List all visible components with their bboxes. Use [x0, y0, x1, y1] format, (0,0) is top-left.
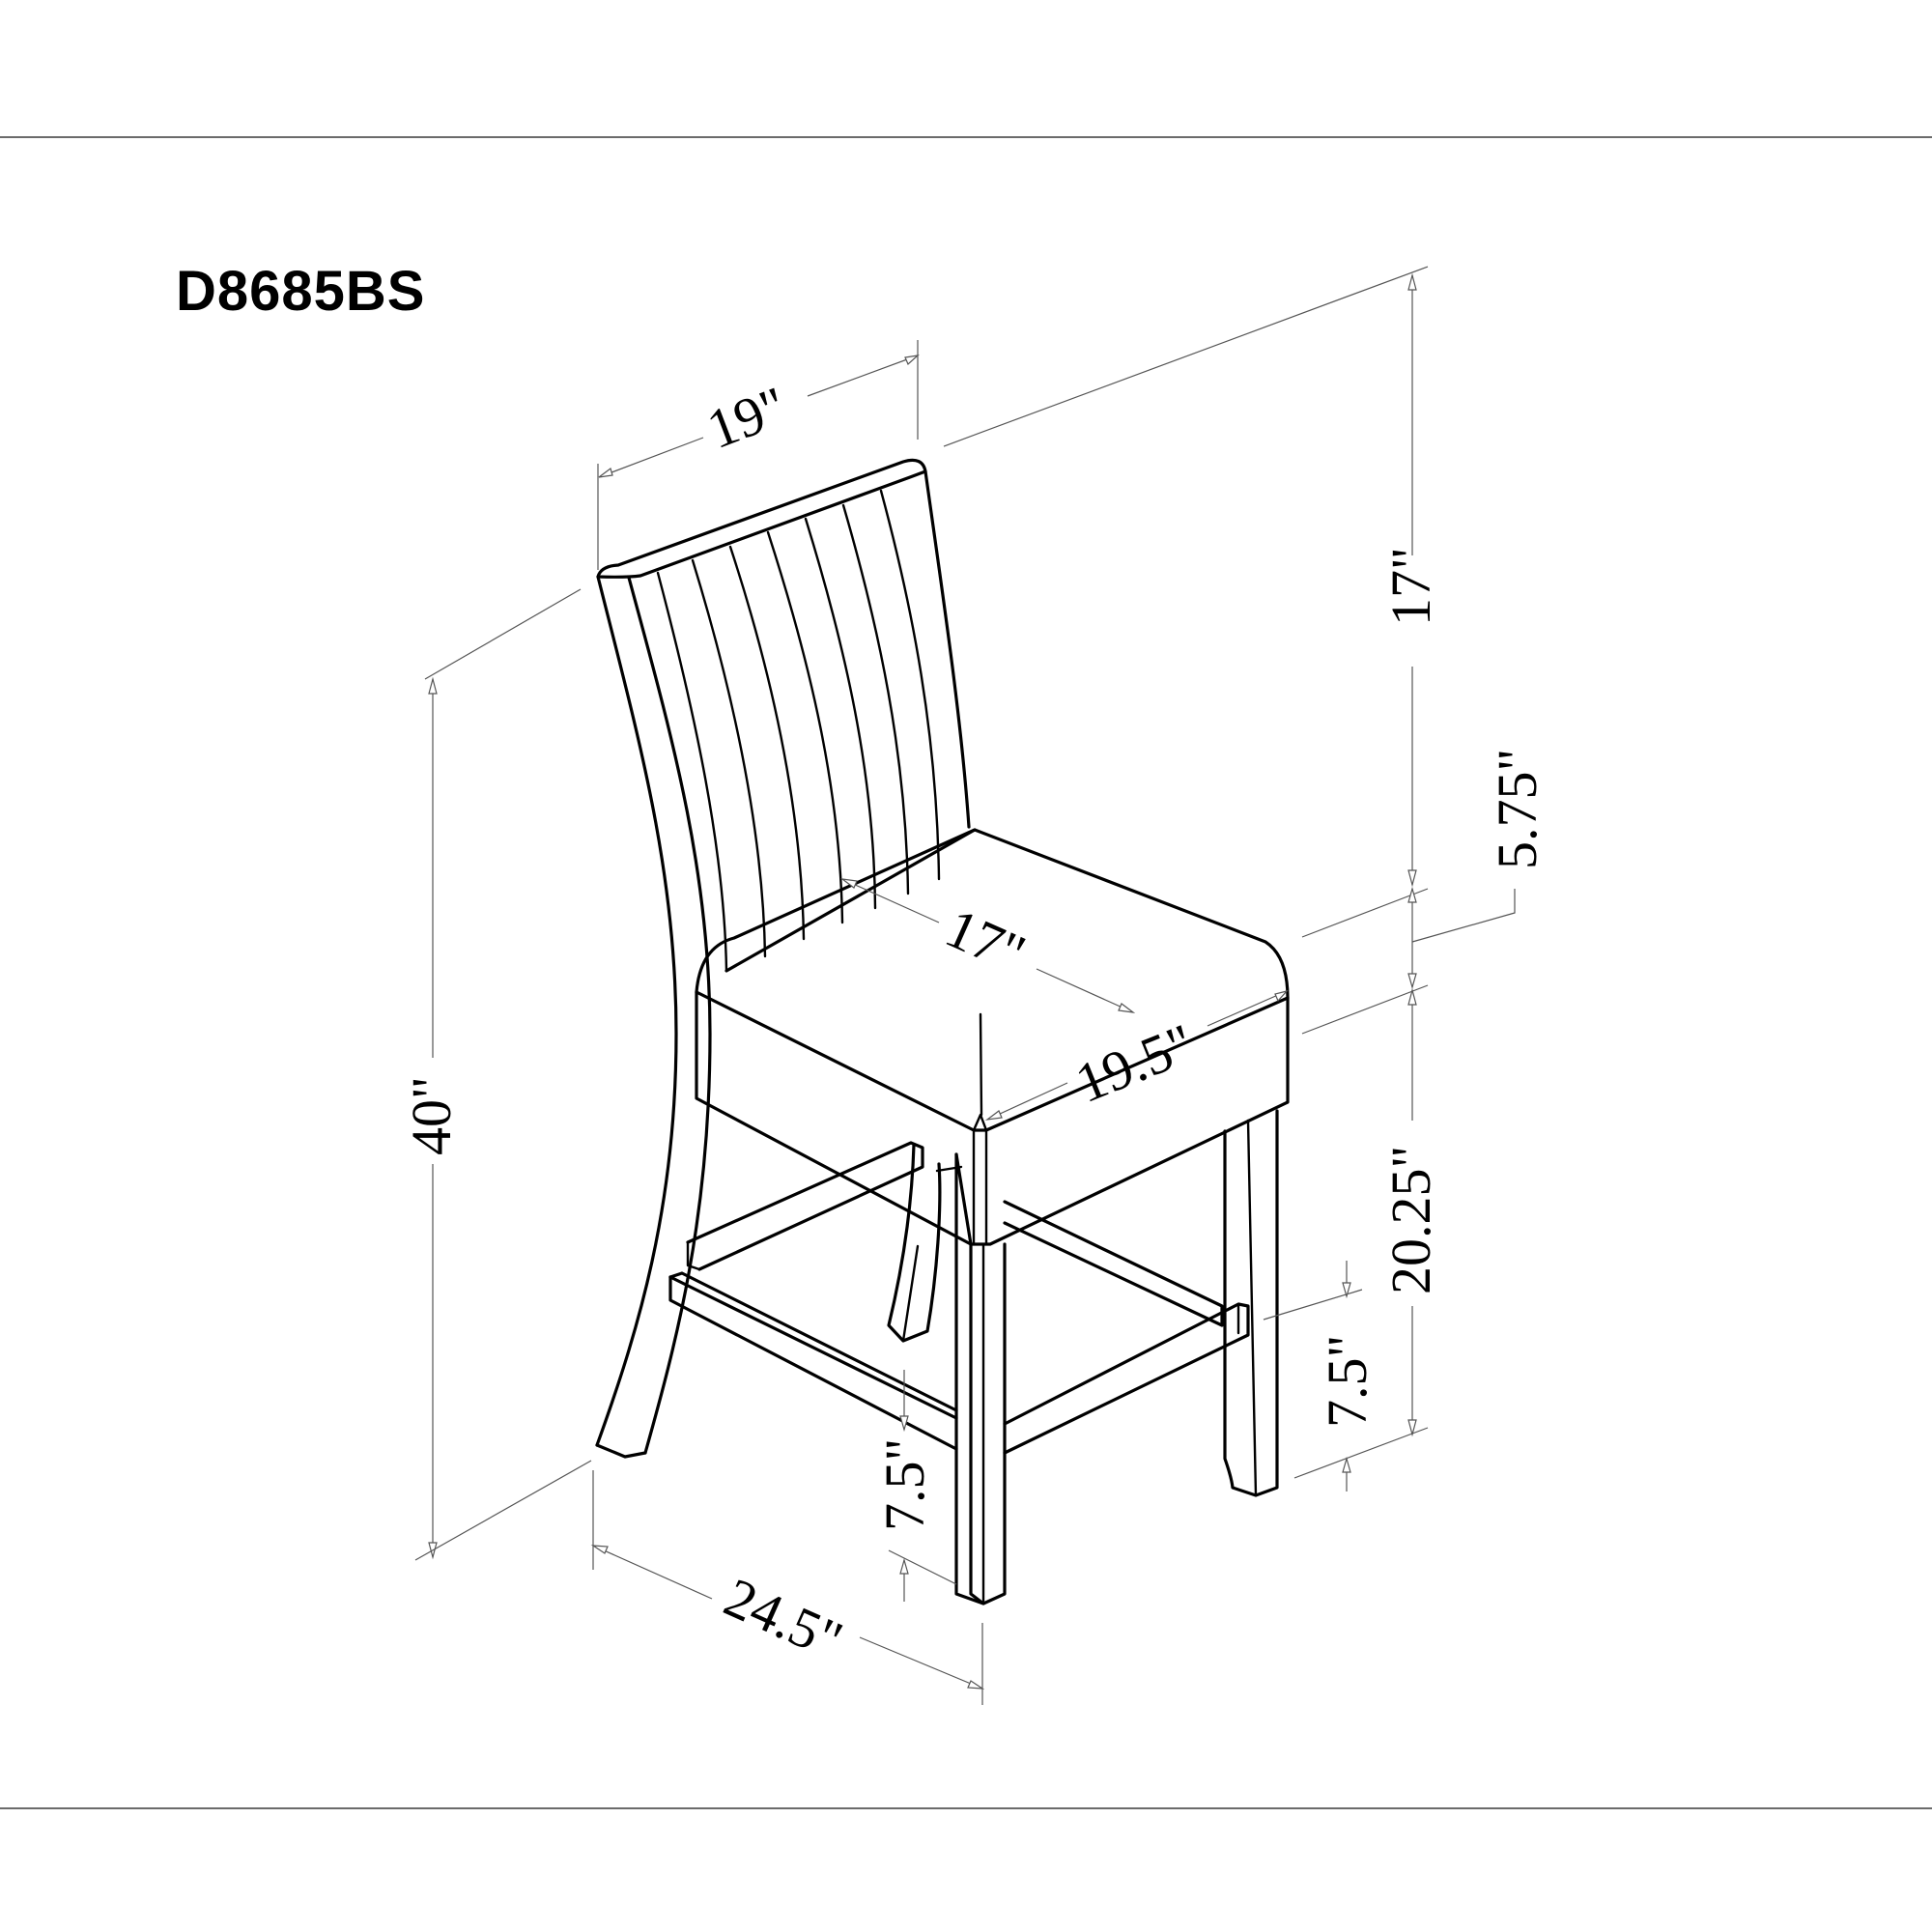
front-leg	[954, 1152, 1007, 1605]
bottom-rule	[0, 1807, 1932, 1809]
top-rule	[0, 136, 1932, 138]
right-leg	[1223, 1109, 1279, 1497]
dimension-labels: 19" 17" 5.75" 40" 17" 19.5" 20.25" 7.5" …	[400, 374, 1548, 1672]
back-inner-leg	[887, 1143, 942, 1343]
dim-side-footrest-height: 7.5"	[1316, 1335, 1378, 1428]
model-number-title: D8685BS	[176, 260, 426, 323]
dim-overall-height: 40"	[400, 1076, 463, 1155]
dim-seat-depth: 17"	[937, 895, 1035, 985]
dim-seat-height: 20.25"	[1379, 1146, 1442, 1294]
dimension-lines	[414, 266, 1516, 1705]
dim-overall-depth: 24.5"	[716, 1565, 852, 1671]
dim-seat-width: 19.5"	[1067, 1011, 1203, 1115]
dim-back-to-seat-gap: 5.75"	[1486, 749, 1548, 869]
seat	[695, 828, 1290, 1246]
dim-backrest-width: 19"	[698, 374, 795, 461]
backrest	[595, 458, 977, 1459]
dim-front-footrest-height: 7.5"	[873, 1438, 936, 1531]
stretchers	[668, 1141, 1250, 1455]
chair	[595, 458, 1290, 1605]
dim-backrest-height: 17"	[1379, 547, 1442, 626]
